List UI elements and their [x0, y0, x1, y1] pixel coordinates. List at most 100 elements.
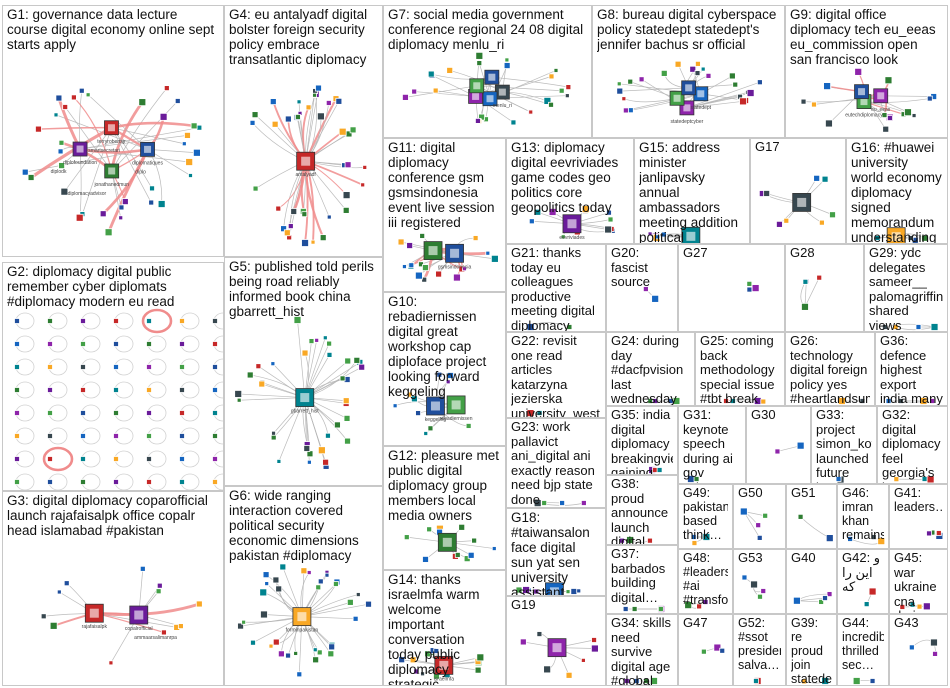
account-node: [908, 644, 915, 651]
account-node: [270, 434, 277, 441]
account-node: [179, 479, 185, 485]
group-label: G8: bureau digital cyberspace policy sta…: [597, 7, 777, 52]
group-panel-g22: G22: revisit one read articles katarzyna…: [506, 332, 606, 418]
account-node: [616, 81, 622, 87]
account-node: [413, 668, 420, 675]
account-node: [308, 338, 315, 344]
account-node: [344, 357, 352, 365]
account-node: [47, 387, 53, 393]
group-network-g7: menlu_ri: [402, 51, 572, 126]
group-label: G32: digital diplomacy feel georgia's ja…: [882, 408, 941, 483]
account-node: [113, 410, 119, 416]
group-label: G52: #ssot president salva…: [738, 616, 781, 672]
account-node: [392, 403, 398, 409]
reply-edge: [30, 126, 113, 179]
account-node: [280, 225, 287, 233]
account-node: [581, 205, 590, 213]
group-network-g26: [837, 397, 866, 405]
account-node: [490, 254, 499, 263]
account-node: [916, 603, 923, 610]
group-label: G28: [790, 246, 815, 260]
account-node: [700, 66, 706, 72]
account-node: [528, 109, 534, 115]
group-network-g39: [801, 677, 830, 685]
group-network-g37: [622, 605, 666, 613]
group-label: G42: و این را که: [842, 551, 881, 594]
account-node: [793, 596, 801, 605]
account-node: [651, 294, 660, 303]
account-node: [930, 323, 939, 331]
account-node: [78, 87, 85, 94]
account-node: [406, 242, 414, 249]
node-label: eutechdiplomacy: [845, 113, 883, 119]
group-label: G38: proud announce launch digital diplo…: [611, 477, 669, 545]
hub-avatar-icon: [134, 610, 144, 620]
account-node: [342, 206, 350, 214]
group-panel-g2: G2: diplomacy digital public remember cy…: [2, 262, 224, 491]
group-panel-g43: G43: [889, 614, 948, 686]
account-node: [909, 601, 916, 608]
account-node: [118, 204, 125, 211]
account-node: [474, 666, 482, 674]
self-loop-edge: [42, 446, 74, 472]
account-node: [741, 574, 748, 581]
account-node: [590, 644, 599, 653]
group-label: G51: [791, 486, 816, 500]
group-panel-g35: G35: india digital diplomacy breakingvie…: [606, 406, 678, 475]
account-node: [892, 324, 899, 330]
group-panel-g37: G37: barbados building digital…: [606, 545, 678, 614]
account-node: [146, 433, 152, 439]
account-node: [156, 582, 163, 589]
account-node: [932, 650, 938, 657]
mention-edge: [625, 93, 701, 111]
group-network-g33: [835, 475, 845, 483]
account-node: [75, 213, 84, 222]
account-node: [591, 637, 597, 643]
account-node: [800, 98, 807, 105]
account-node: [433, 648, 440, 654]
account-node: [893, 476, 900, 483]
account-node: [146, 410, 152, 416]
account-node: [118, 215, 124, 221]
account-node: [776, 220, 783, 228]
account-node: [241, 619, 247, 625]
group-network-g34: [623, 677, 658, 685]
account-node: [47, 318, 53, 324]
hub-avatar-icon: [300, 393, 310, 403]
node-label: gsmsindonesia: [438, 264, 472, 270]
account-node: [926, 530, 932, 537]
group-network-g46: [847, 534, 886, 545]
account-node: [146, 479, 152, 485]
account-node: [402, 93, 409, 101]
account-node: [58, 139, 65, 146]
account-node: [811, 101, 817, 108]
node-label: eevriviades: [559, 235, 585, 241]
account-node: [926, 95, 933, 102]
account-node: [192, 148, 201, 157]
account-node: [426, 526, 433, 533]
account-node: [355, 592, 361, 597]
account-node: [40, 613, 47, 620]
group-network-g44: [852, 677, 876, 685]
account-node: [301, 239, 309, 247]
account-node: [818, 219, 825, 226]
group-panel-g50: G50: [733, 484, 786, 549]
node-label: eu_eeas: [871, 107, 891, 113]
group-panel-g29: G29: ydc delegates sameer__ palomagriffi…: [864, 244, 948, 332]
account-node: [750, 580, 758, 589]
node-label: jonathanedmun: [93, 182, 129, 188]
account-node: [667, 398, 674, 404]
mention-edge: [405, 85, 477, 98]
account-node: [358, 363, 366, 371]
group-panel-g18: G18: #taiwansalon face digital sun yat s…: [506, 508, 606, 596]
account-node: [825, 534, 834, 543]
mention-edge: [804, 281, 807, 307]
account-node: [475, 51, 484, 60]
account-node: [70, 94, 77, 101]
group-network-g29: [882, 323, 939, 331]
account-node: [623, 678, 630, 684]
group-network-g48: [684, 599, 709, 610]
group-label: G48: #leaders #ai #transfo…: [683, 551, 728, 607]
